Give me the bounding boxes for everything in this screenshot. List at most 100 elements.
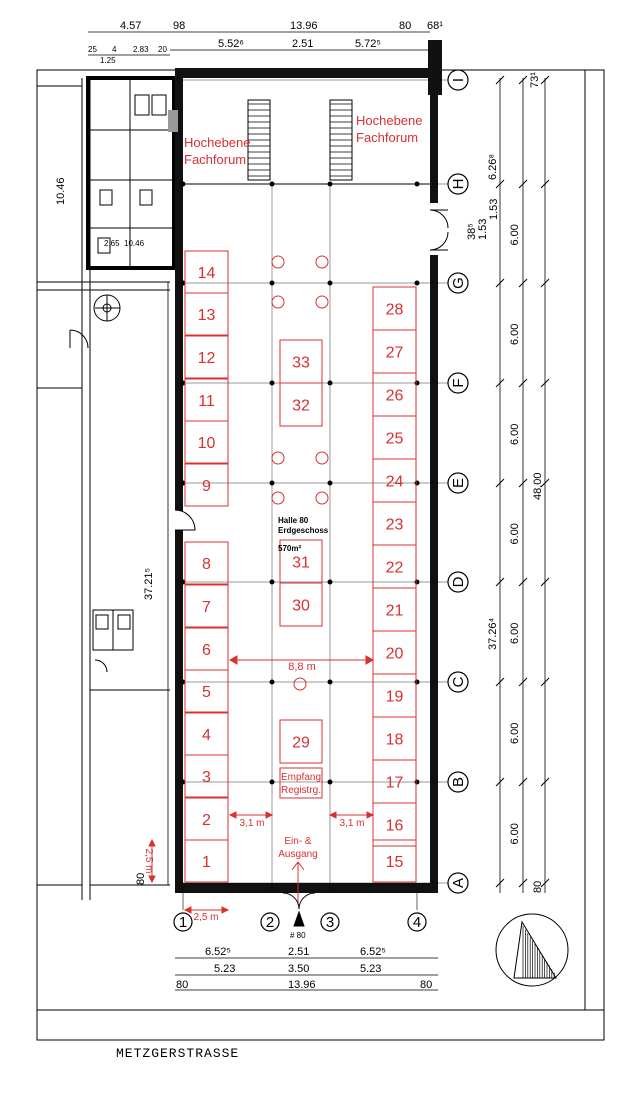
top-dim-small-5: 1.25	[100, 56, 116, 65]
top-dim-7: 2.51	[292, 38, 313, 50]
reception-box	[279, 767, 323, 799]
measure-aisle-left	[228, 811, 274, 819]
booth-30-box	[279, 582, 323, 627]
column-dot	[269, 679, 275, 685]
right-bay-dim: 6.00	[509, 224, 521, 245]
top-dim-small-4: 20	[158, 45, 167, 54]
bottom-dim-7: 80	[176, 979, 188, 991]
dim-tick	[495, 878, 505, 888]
measure-booth-depth	[148, 838, 156, 884]
right-bay-dim: 6.00	[509, 723, 521, 744]
measure-booth-width-label: 2,5 m	[193, 912, 218, 923]
column-dot	[269, 280, 275, 286]
booth-17-label: 17	[386, 775, 404, 792]
booth-31-label: 31	[292, 555, 310, 572]
axis-row-label: I	[450, 78, 467, 82]
column-dot	[180, 480, 186, 486]
bottom-dim-9: 80	[420, 979, 432, 991]
right-dim-8: 80	[532, 881, 544, 893]
booth-12-label: 12	[198, 350, 216, 367]
dim-tick	[518, 378, 528, 388]
dim-tick	[495, 577, 505, 587]
axis-col-label: 3	[326, 914, 334, 931]
axis-row-label: G	[450, 277, 467, 289]
right-bay-dim: 6.00	[509, 424, 521, 445]
booth-14-label: 14	[198, 265, 216, 282]
column-dot	[269, 181, 275, 187]
column-dot	[327, 181, 333, 187]
dim-tick	[518, 179, 528, 189]
column-dot	[414, 679, 420, 685]
axis-row-label: F	[450, 378, 467, 387]
dim-tick	[540, 75, 550, 85]
dim-tick	[495, 777, 505, 787]
booth-24-label: 24	[386, 474, 404, 491]
left-dim-3: 80	[135, 873, 147, 885]
marker-circle	[293, 677, 307, 691]
column-dot	[327, 280, 333, 286]
right-dim-lines	[499, 78, 546, 893]
axis-row-label: B	[450, 777, 467, 787]
axis-row-label: D	[450, 576, 467, 587]
axis-row-bubble	[447, 771, 469, 793]
axis-col-label: 1	[179, 914, 187, 931]
bottom-dim-4: 5.23	[214, 963, 235, 975]
right-bay-dim: 6.00	[509, 623, 521, 644]
column-dot	[180, 280, 186, 286]
reception-line1: Empfang	[281, 772, 321, 783]
marker-circle	[271, 255, 285, 269]
mezzanine-left-line2: Fachforum	[184, 152, 246, 167]
booth-23-label: 23	[386, 517, 404, 534]
booth-32-box	[279, 382, 323, 427]
right-bay-dim: 6.00	[509, 324, 521, 345]
axis-row-bubble	[447, 173, 469, 195]
axis-row-bubble	[447, 671, 469, 693]
hall-title-line2: Erdgeschoss	[278, 526, 329, 535]
marker-circle	[315, 295, 329, 309]
booth-9-box	[184, 463, 229, 507]
measure-aisle-left-label: 3,1 m	[239, 818, 264, 829]
dim-tick	[540, 478, 550, 488]
left-dim-1: 10.46	[55, 177, 67, 205]
booth-29-label: 29	[292, 735, 310, 752]
marker-circle	[271, 295, 285, 309]
booth-6-label: 6	[202, 642, 211, 659]
side-door	[429, 209, 449, 251]
reception-line2: Registrg.	[281, 785, 321, 796]
toilet-label-2: 10.46	[124, 239, 145, 248]
axis-row-label: C	[450, 676, 467, 687]
dim-tick	[540, 179, 550, 189]
right-dim-4: 1.53	[477, 219, 489, 240]
right-dim-2: 6.26⁸	[487, 154, 499, 180]
column-dot	[414, 181, 420, 187]
marker-circle	[271, 491, 285, 505]
axis-row-label: E	[450, 478, 467, 488]
column-dot	[414, 380, 420, 386]
dim-tick	[495, 278, 505, 288]
axis-row-label: A	[450, 878, 467, 888]
axis-row-label: H	[450, 179, 467, 190]
right-dim-1: 73¹	[529, 72, 541, 88]
booth-16-box	[372, 802, 417, 847]
toilet-label-1: 2.65	[104, 239, 120, 248]
dim-tick	[518, 75, 528, 85]
entrance-tag: # 80	[290, 931, 306, 940]
column-dot	[327, 779, 333, 785]
marker-circle	[315, 451, 329, 465]
booth-4-label: 4	[202, 727, 211, 744]
top-dim-2: 98	[173, 20, 185, 32]
dim-tick	[518, 478, 528, 488]
top-dim-4: 80	[399, 20, 411, 32]
booth-22-label: 22	[386, 560, 404, 577]
dim-tick	[540, 278, 550, 288]
dim-tick	[518, 577, 528, 587]
booth-15-box	[372, 839, 417, 883]
booth-5-label: 5	[202, 684, 211, 701]
right-dim-5: 1.53	[488, 199, 500, 220]
booth-13-box	[184, 292, 229, 336]
booth-1-label: 1	[202, 854, 211, 871]
axis-row-bubble	[447, 472, 469, 494]
booth-7-label: 7	[202, 599, 211, 616]
booth-29-box	[279, 719, 323, 764]
axis-col-bubble	[407, 912, 427, 932]
